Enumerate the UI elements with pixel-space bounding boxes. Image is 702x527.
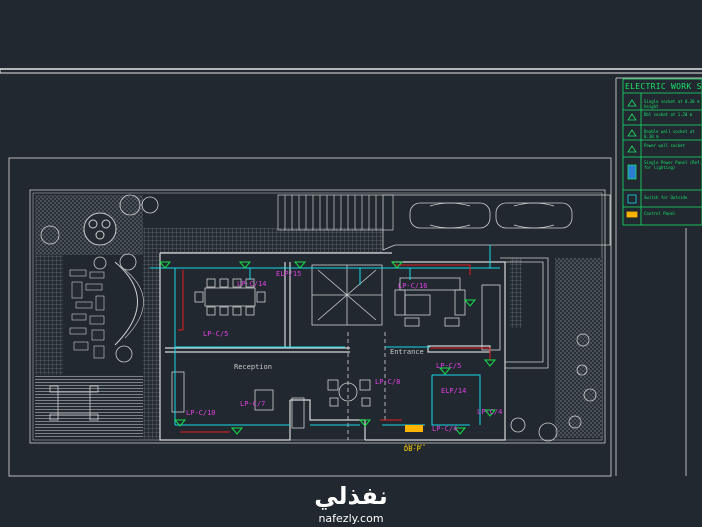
furniture [171, 277, 466, 429]
label-lp-center: LP-C/8 [375, 378, 401, 386]
spiral-stair [311, 264, 383, 326]
wiring-cyan [150, 245, 500, 426]
garage-cars [382, 194, 611, 251]
wiring-red [178, 264, 491, 433]
legend-title: ELECTRIC WORK SY [625, 82, 702, 91]
label-lp-right-a: LP-C/5 [436, 362, 462, 370]
label-elp-stair: ELP/15 [276, 270, 302, 278]
garden-right [500, 257, 602, 442]
label-lp-bottom-left: LP-C/10 [186, 409, 216, 417]
legend-row-3: Double wall socket at 0.30 m [644, 129, 695, 139]
electrical-symbols [158, 261, 497, 435]
drawing-frame [0, 68, 702, 477]
label-lp-bottom-center: LP-C/7 [240, 400, 266, 408]
watermark-url: nafezly.com [318, 512, 384, 525]
legend-row-7: Control Panel [644, 211, 676, 216]
watermark-logo: نفذلي [314, 482, 388, 510]
legend-row-2: Dbl socket at 1.20 m [644, 112, 693, 117]
stairs-top [277, 194, 394, 231]
label-lp-right-b: LP-C/4 [477, 408, 503, 416]
legend-row-6: Switch for Outside [644, 195, 688, 200]
label-entrance: Entrance [390, 348, 424, 356]
label-lp-panel: LP-C/4 [432, 425, 458, 433]
legend-panel [622, 78, 702, 226]
garden-left [35, 194, 383, 439]
label-yellow-tag: DB-P [404, 445, 421, 453]
label-elp-right: ELP/14 [441, 387, 467, 395]
label-reception: Reception [234, 363, 272, 371]
label-lp-living: LP-C/16 [398, 282, 428, 290]
legend-row-1: Single socket at 0.30 m height [644, 99, 700, 109]
legend-row-4: Power wall socket [644, 143, 685, 148]
legend-row-5: Single Power Panel (Ref. for lighting) [644, 160, 702, 170]
label-lp-left: LP-C/5 [203, 330, 229, 338]
interior-walls [159, 252, 506, 441]
label-lp-dining: LP-C/14 [237, 280, 267, 288]
control-panel-mark [405, 425, 425, 446]
